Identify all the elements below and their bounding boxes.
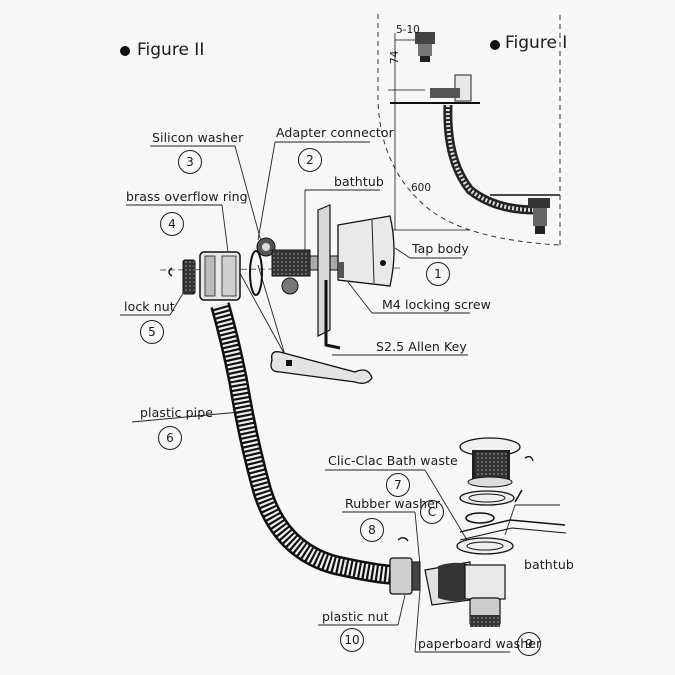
label-allen-key: S2.5 Allen Key <box>376 339 467 354</box>
callout-9: 9 <box>517 632 541 656</box>
callout-c: C <box>420 500 444 524</box>
label-clic-clac-bath-waste: Clic-Clac Bath waste <box>328 453 458 468</box>
callout-2: 2 <box>298 148 322 172</box>
dimension-74: 74 <box>389 50 401 64</box>
callout-6: 6 <box>158 426 182 450</box>
label-rubber-washer: Rubber washer <box>345 496 441 511</box>
label-tap-body: Tap body <box>412 241 469 256</box>
figure-1-inset <box>377 14 561 246</box>
label-brass-overflow-ring: brass overflow ring <box>126 189 248 204</box>
callout-1: 1 <box>426 262 450 286</box>
label-lock-nut: lock nut <box>124 299 175 314</box>
label-m4-locking-screw: M4 locking screw <box>382 297 492 312</box>
label-plastic-pipe: plastic pipe <box>140 405 214 420</box>
callout-4: 4 <box>160 212 184 236</box>
callout-5: 5 <box>140 320 164 344</box>
callout-10: 10 <box>340 628 364 652</box>
callout-7: 7 <box>386 473 410 497</box>
callout-8: 8 <box>360 518 384 542</box>
label-paperboard-washer: paperboard washer <box>418 636 542 651</box>
figure-2-bullet <box>120 46 130 56</box>
label-plastic-nut: plastic nut <box>322 609 389 624</box>
label-adapter-connector: Adapter connector <box>276 125 394 140</box>
dimension-600: 600 <box>411 182 432 194</box>
label-silicon-washer: Silicon washer <box>152 130 244 145</box>
figure-2-title: Figure II <box>137 40 205 60</box>
figure-1-title: Figure I <box>505 33 568 53</box>
figure-1-bullet <box>490 40 500 50</box>
callout-3: 3 <box>178 150 202 174</box>
dimension-5-10: 5-10 <box>396 24 420 36</box>
figure-2-assembly <box>120 141 567 653</box>
label-bathtub-right: bathtub <box>524 557 574 572</box>
label-bathtub-top: bathtub <box>334 174 384 189</box>
